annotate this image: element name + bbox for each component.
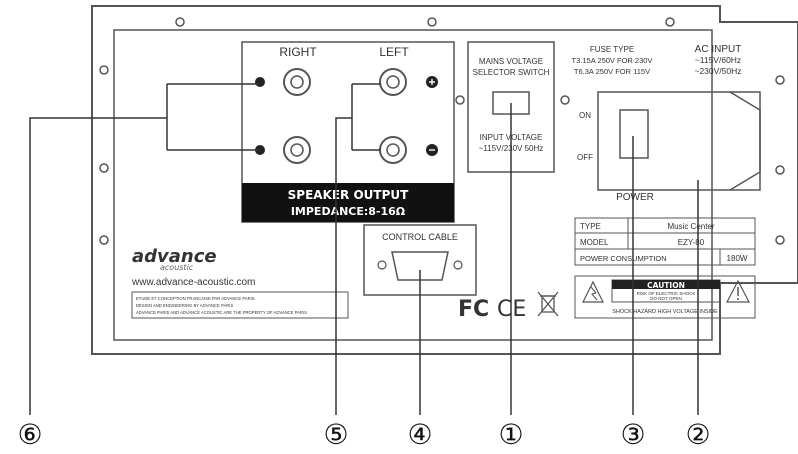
left-positive-terminal bbox=[379, 68, 407, 96]
fuse-type-title: FUSE TYPE bbox=[590, 45, 634, 54]
spec-model-key: MODEL bbox=[580, 238, 609, 247]
brand-logo-sub: acoustic bbox=[160, 263, 194, 272]
notice-box bbox=[131, 291, 349, 319]
power-on-label: ON bbox=[579, 111, 591, 120]
shock-hazard-icon bbox=[582, 280, 604, 303]
notice-line1: ETUDE ET CONCEPTION FRANCAISE PAR ADVANC… bbox=[136, 296, 255, 301]
screw-icon bbox=[175, 17, 185, 27]
screw-icon bbox=[665, 17, 675, 27]
screw-icon bbox=[560, 95, 570, 105]
speaker-terminals bbox=[255, 68, 438, 164]
notice-line2: DESIGN AND ENGINEERING BY ADVANCE PARIS bbox=[136, 303, 233, 308]
power-off-label: OFF bbox=[577, 153, 593, 162]
callout-2: ② bbox=[685, 418, 710, 451]
caution-sub1: RISK OF ELECTRIC SHOCK bbox=[637, 291, 696, 296]
db9-connector-icon bbox=[391, 251, 449, 281]
callout-6: ⑥ bbox=[17, 418, 42, 451]
brand-logo: advance bbox=[132, 246, 217, 267]
screw-icon bbox=[427, 17, 437, 27]
left-negative-terminal bbox=[379, 136, 407, 164]
brand-url: www.advance-acoustic.com bbox=[131, 277, 255, 288]
right-channel-label: RIGHT bbox=[279, 45, 317, 59]
spec-table: TYPE Music Center MODEL EZY-80 POWER CON… bbox=[574, 217, 756, 266]
spec-consumption-value: 180W bbox=[727, 254, 748, 263]
impedance-label: IMPEDANCE:8-16Ω bbox=[291, 205, 406, 218]
screw-icon bbox=[99, 65, 109, 75]
notice-line3: ADVANCE PARIS AND ADVANCE ACOUSTIC ARE T… bbox=[136, 310, 307, 315]
left-channel-label: LEFT bbox=[379, 45, 409, 59]
screw-icon bbox=[775, 235, 785, 245]
callout-5: ⑤ bbox=[323, 418, 348, 451]
ac-input-title: AC INPUT bbox=[695, 44, 742, 55]
caution-footer: SHOCK HAZARD HIGH VOLTAGE INSIDE bbox=[612, 309, 718, 315]
screw-icon bbox=[99, 235, 109, 245]
speaker-output-label: SPEAKER OUTPUT bbox=[288, 188, 410, 202]
callout-3: ③ bbox=[620, 418, 645, 451]
caution-label: CAUTION RISK OF ELECTRIC SHOCK DO NOT OP… bbox=[574, 275, 756, 319]
callout-4: ④ bbox=[407, 418, 432, 451]
speaker-output-banner bbox=[242, 183, 454, 222]
ac-input-line2: ~230V/50Hz bbox=[694, 66, 741, 76]
screws bbox=[99, 17, 785, 245]
weee-bin-icon bbox=[537, 291, 559, 317]
right-positive-terminal bbox=[283, 68, 311, 96]
caution-title: CAUTION bbox=[647, 281, 685, 290]
power-label: POWER bbox=[616, 192, 654, 203]
inner-panel bbox=[113, 29, 713, 341]
mains-selector-line2: SELECTOR SWITCH bbox=[473, 68, 550, 77]
control-cable-label: CONTROL CABLE bbox=[382, 232, 458, 242]
chassis-outline bbox=[91, 5, 798, 355]
fuse-type-line1: T3.15A 250V FOR 230V bbox=[572, 56, 653, 65]
fuse-type-line2: T6.3A 250V FOR 115V bbox=[574, 67, 650, 76]
ac-socket-icon bbox=[729, 91, 761, 191]
power-switch bbox=[619, 109, 649, 159]
ac-input-line1: ~115V/60Hz bbox=[695, 55, 741, 65]
screw-icon bbox=[455, 95, 465, 105]
callout-leader-lines bbox=[29, 83, 699, 415]
polarity-plus-icon bbox=[255, 77, 265, 87]
spec-type-key: TYPE bbox=[580, 222, 601, 231]
fcc-mark-icon: FC bbox=[458, 297, 489, 322]
screw-icon bbox=[775, 165, 785, 175]
callout-1: ① bbox=[498, 418, 523, 451]
warning-icon bbox=[726, 279, 750, 303]
screw-icon bbox=[775, 75, 785, 85]
screw-icon bbox=[99, 163, 109, 173]
right-negative-terminal bbox=[283, 136, 311, 164]
spec-consumption-key: POWER CONSUMPTION bbox=[580, 254, 667, 263]
spec-type-value: Music Center bbox=[667, 222, 714, 231]
spec-model-value: EZY-80 bbox=[678, 238, 705, 247]
caution-sub2: DO NOT OPEN bbox=[650, 296, 681, 301]
mains-selector-line1: MAINS VOLTAGE bbox=[479, 57, 543, 66]
